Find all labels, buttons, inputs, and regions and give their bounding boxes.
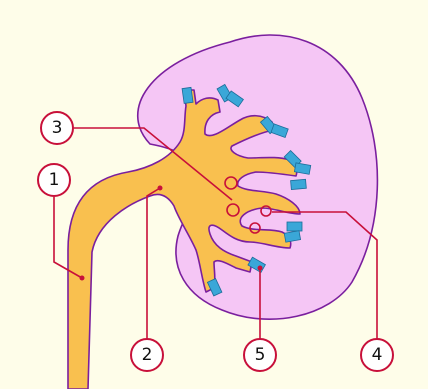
callout-2: 2 [131,339,163,371]
leader-dot [158,186,163,191]
leader-dot [80,276,85,281]
callout-3: 3 [41,112,73,144]
leader-line-2 [147,188,160,340]
callout-5: 5 [244,339,276,371]
papilla [287,222,302,231]
callout-1: 1 [38,164,70,196]
callout-label: 3 [52,118,63,138]
papilla [182,87,193,103]
callout-4: 4 [361,339,393,371]
callout-label: 5 [255,345,266,365]
callout-label: 2 [142,345,153,365]
callout-label: 1 [49,170,60,190]
papilla [291,179,307,189]
callout-label: 4 [372,345,383,365]
leader-dot [258,266,263,271]
